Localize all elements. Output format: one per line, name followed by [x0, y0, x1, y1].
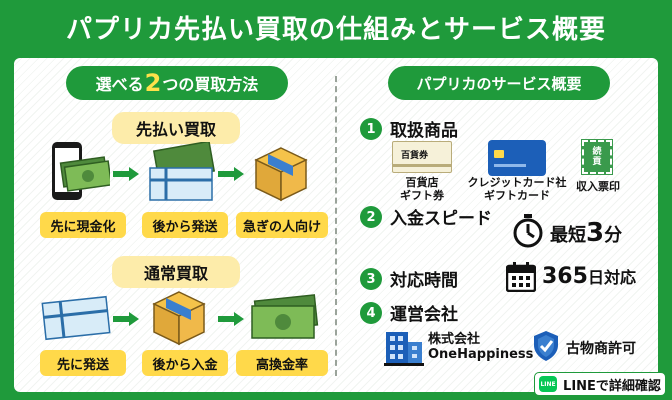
- service-heading: パプリカのサービス概要: [388, 66, 610, 100]
- item-number-1: 1: [360, 118, 382, 140]
- credit-card-icon: [488, 140, 546, 176]
- cash-ticket-icon: [149, 142, 216, 201]
- arrow-right-icon: [113, 312, 139, 326]
- hours-value: 365日対応: [542, 264, 636, 289]
- company-name: 株式会社 OneHappiness: [428, 332, 534, 362]
- method2-step3: 高換金率: [236, 350, 328, 376]
- product-credit-gift: クレジットカード社 ギフトカード: [467, 176, 567, 202]
- arrow-right-icon: [218, 167, 244, 181]
- item-number-4: 4: [360, 302, 382, 324]
- cash-stack-icon: [251, 294, 319, 339]
- item-label-hours: 対応時間: [390, 271, 458, 291]
- building-icon: [384, 332, 424, 366]
- item-label-company: 運営会社: [390, 305, 458, 325]
- cardboard-box-icon: [254, 147, 308, 202]
- method2-step2: 後から入金: [142, 350, 228, 376]
- calendar-icon: [506, 262, 536, 292]
- line-detail-label: LINEで詳細確認: [563, 378, 661, 394]
- license-label: 古物商許可: [566, 341, 636, 357]
- arrow-right-icon: [113, 167, 139, 181]
- dept-gift-card-icon: 百貨券: [392, 141, 452, 173]
- product-revenue-stamp: 収入票印: [576, 180, 620, 193]
- method1-step3: 急ぎの人向け: [236, 212, 328, 238]
- item-number-2: 2: [360, 206, 382, 228]
- arrow-right-icon: [218, 312, 244, 326]
- method1-label: 先払い買取: [112, 112, 240, 144]
- line-logo-icon: LINE: [539, 376, 558, 392]
- divider: [335, 76, 337, 376]
- item-number-3: 3: [360, 268, 382, 290]
- item-label-speed: 入金スピード: [390, 209, 492, 229]
- method2-label: 通常買取: [112, 256, 240, 288]
- revenue-stamp-icon: 続 貢: [581, 139, 613, 175]
- method2-step1: 先に発送: [40, 350, 126, 376]
- product-dept-gift: 百貨店 ギフト券: [400, 176, 444, 202]
- page-title: パプリカ先払い買取の仕組みとサービス概要: [65, 14, 606, 45]
- stopwatch-icon: [513, 214, 543, 248]
- speed-value: 最短3分: [550, 218, 623, 248]
- cardboard-box-icon: [152, 291, 206, 346]
- shield-check-icon: [534, 331, 558, 361]
- phone-cash-icon: [52, 142, 110, 200]
- method1-step1: 先に現金化: [40, 212, 126, 238]
- item-label-products: 取扱商品: [390, 121, 458, 141]
- method1-step2: 後から発送: [142, 212, 228, 238]
- ticket-icon: [41, 295, 111, 341]
- line-detail-button[interactable]: LINE LINEで詳細確認: [534, 372, 666, 396]
